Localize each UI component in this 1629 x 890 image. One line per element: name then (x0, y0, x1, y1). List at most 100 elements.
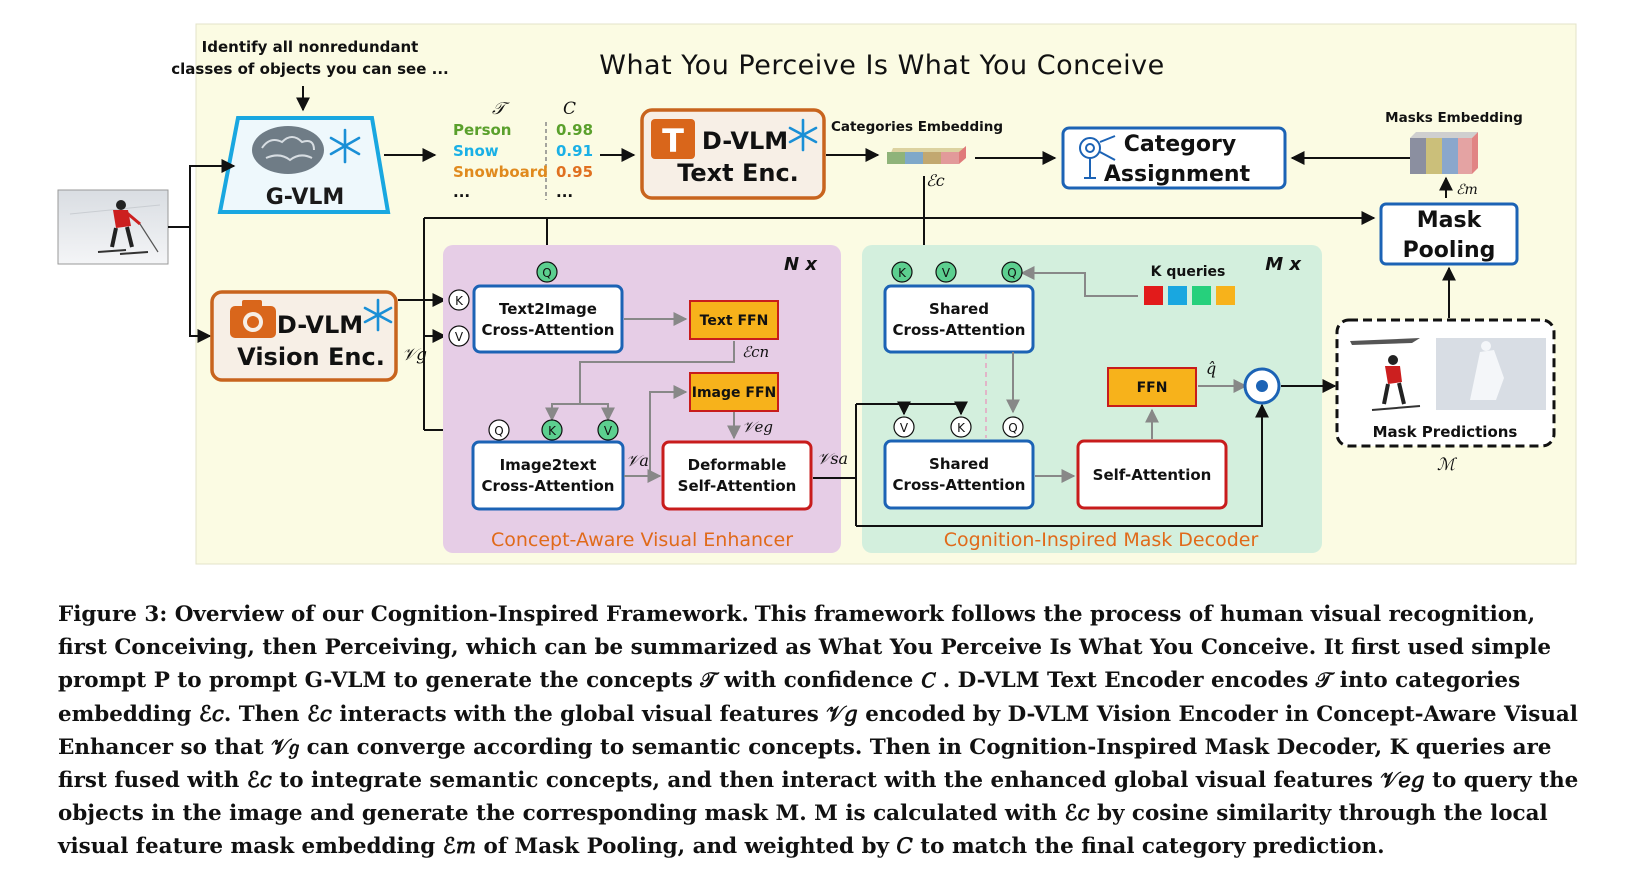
mask-predictions-label: Mask Predictions (1373, 423, 1518, 441)
concept-name: ... (453, 183, 470, 201)
snowflake-icon (329, 128, 361, 164)
port-v: V (448, 325, 470, 347)
svg-text:Q: Q (494, 424, 503, 438)
mask-pooling-block: Mask Pooling (1379, 202, 1519, 266)
enhancer-repeat: N x (784, 254, 818, 275)
concept-name: Snowboard (453, 163, 548, 181)
veg-symbol: 𝒱𝑒𝑔 (742, 418, 773, 436)
mask-pooling-line-2: Pooling (1403, 238, 1496, 263)
port-k: K (891, 261, 913, 283)
caption-line: first fused with ℰ𝑐 to integrate semanti… (58, 768, 1579, 794)
gvlm-label: G-VLM (266, 185, 345, 210)
caption-line: Figure 3: Overview of our Cognition-Insp… (58, 598, 1578, 631)
k-queries-label: K queries (1151, 264, 1226, 280)
caption-line: embedding ℰ𝑐. Then ℰ𝑐 interacts with the… (58, 701, 1578, 727)
decoder-title: Cognition-Inspired Mask Decoder (944, 529, 1259, 551)
concept-score: 0.91 (556, 142, 593, 160)
deformable-line-1: Deformable (688, 456, 787, 474)
text-encoder-block: T D-VLM Text Enc. (640, 108, 826, 200)
image2text-line-1: Image2text (500, 456, 597, 474)
ffn-label: FFN (1137, 380, 1168, 396)
input-image (57, 189, 169, 265)
caption-text: This framework follows the process of hu… (754, 602, 1536, 627)
category-assignment-block: Category Assignment (1061, 126, 1287, 190)
self-attention-box (1076, 439, 1228, 510)
ecn-symbol: ℰ𝑐𝑛 (742, 343, 769, 361)
c-symbol: 𝐶 (563, 99, 576, 119)
vision-encoder-line-2: Vision Enc. (237, 343, 385, 371)
port-k: K (950, 416, 972, 438)
dot-product-icon (1243, 367, 1281, 405)
svg-text:K: K (548, 424, 557, 438)
va-symbol: 𝒱𝑎 (626, 451, 649, 470)
main-title: What You Perceive Is What You Conceive (599, 50, 1165, 81)
svg-text:K: K (898, 266, 907, 280)
text2image-box (472, 284, 624, 354)
brain-icon (252, 126, 324, 174)
svg-text:V: V (900, 421, 909, 435)
mask-predictions-block: Mask Predictions (1335, 318, 1556, 448)
em-symbol: ℰ𝑚 (1456, 182, 1478, 198)
shared2-line-2: Cross-Attention (893, 476, 1026, 494)
text-ffn-label: Text FFN (700, 313, 769, 329)
cognition-inspired-mask-decoder: M x Cognition-Inspired Mask Decoder K qu… (862, 245, 1322, 553)
shared-cross-attention-1 (883, 284, 1035, 354)
concept-score: 0.98 (556, 121, 593, 139)
caption-line: prompt P to prompt G-VLM to generate the… (58, 668, 1521, 694)
svg-text:Q: Q (1008, 421, 1017, 435)
caption-line: Enhancer so that 𝒱𝑔 can converge accordi… (58, 734, 1552, 760)
image2text-line-2: Cross-Attention (482, 477, 615, 495)
svg-text:K: K (957, 421, 966, 435)
masks-embedding-icon (1410, 132, 1478, 174)
prompt-line-1: Identify all nonredundant (202, 38, 419, 56)
caption-label: Figure 3: Overview of our Cognition-Insp… (58, 602, 749, 627)
concept-aware-visual-enhancer: N x Concept-Aware Visual Enhancer Text2I… (443, 245, 848, 553)
snowflake-icon (788, 118, 818, 152)
caption-line: objects in the image and generate the co… (58, 801, 1548, 827)
svg-text:Q: Q (542, 266, 551, 280)
caption-line: visual feature mask embedding ℰ𝑚 of Mask… (58, 834, 1385, 860)
categories-embedding-icon (887, 146, 966, 164)
port-q: Q (1001, 261, 1023, 283)
mask-pooling-line-1: Mask (1417, 208, 1483, 233)
svg-text:Q: Q (1007, 266, 1016, 280)
decoder-repeat: M x (1265, 254, 1302, 275)
port-q: Q (1002, 416, 1024, 438)
port-q: Q (536, 261, 558, 283)
camera-icon (230, 300, 276, 338)
vsa-symbol: 𝒱𝑠𝑎 (817, 449, 848, 468)
svg-text:K: K (455, 294, 464, 308)
port-k: K (448, 289, 470, 311)
concept-name: Person (453, 121, 511, 139)
port-v: V (597, 419, 619, 441)
svg-text:V: V (455, 330, 464, 344)
image2text-box (471, 440, 625, 511)
gvlm-block: G-VLM (217, 116, 391, 214)
image-ffn-box (689, 372, 779, 412)
category-assignment-line-1: Category (1124, 132, 1236, 157)
ec-symbol: ℰ𝑐 (926, 171, 945, 190)
caption-line: first Conceiving, then Perceiving, which… (58, 635, 1552, 661)
category-assignment-line-2: Assignment (1104, 162, 1251, 187)
svg-text:V: V (942, 266, 951, 280)
text-encoder-line-2: Text Enc. (677, 159, 799, 187)
concept-names: Person Snow Snowboard ... (453, 121, 548, 201)
m-symbol: ℳ (1437, 455, 1458, 475)
image-ffn-label: Image FFN (692, 385, 776, 401)
concept-score: ... (556, 183, 573, 201)
text-icon (651, 119, 695, 159)
text-icon-letter: T (662, 122, 684, 160)
k-queries-icon (1144, 286, 1235, 305)
qhat-symbol: q̂ (1206, 359, 1216, 378)
port-v: V (935, 261, 957, 283)
shared1-line-2: Cross-Attention (893, 321, 1026, 339)
self-attention-label: Self-Attention (1093, 466, 1212, 484)
text-encoder-line-1: D-VLM (702, 127, 788, 155)
text2image-line-1: Text2Image (499, 300, 597, 318)
assignment-icon (1079, 135, 1116, 179)
port-q: Q (488, 419, 510, 441)
concept-score: 0.95 (556, 163, 593, 181)
text-ffn-box (689, 300, 779, 340)
concept-name: Snow (453, 142, 499, 160)
deformable-line-2: Self-Attention (678, 477, 797, 495)
